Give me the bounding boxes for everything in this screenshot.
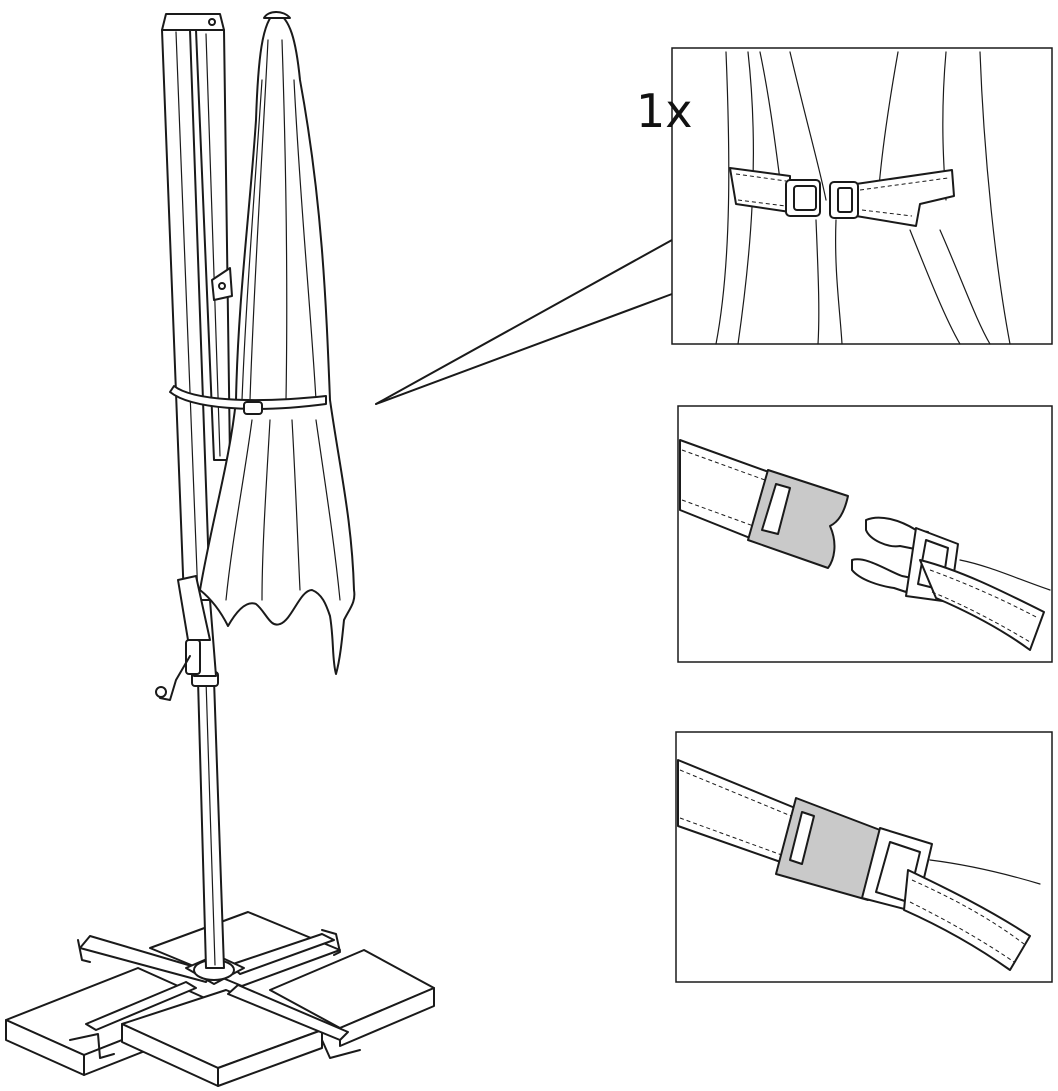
detail-panel-strapped [671,47,1053,345]
buckle-closed-small [785,179,859,219]
detail-panel-open-buckle [677,405,1053,663]
buckle-female [747,469,849,569]
buckle-joined [775,797,933,913]
callout-pointer [375,239,673,405]
strap-on-umbrella [169,385,327,415]
quantity-label: 1x [636,84,693,138]
base-assembly [5,911,435,1087]
crank-handle [155,639,201,701]
closed-canopy [199,11,356,675]
cross-frame [69,929,361,1059]
detail-panel-closed-buckle [675,731,1053,983]
umbrella-pole [155,13,233,969]
